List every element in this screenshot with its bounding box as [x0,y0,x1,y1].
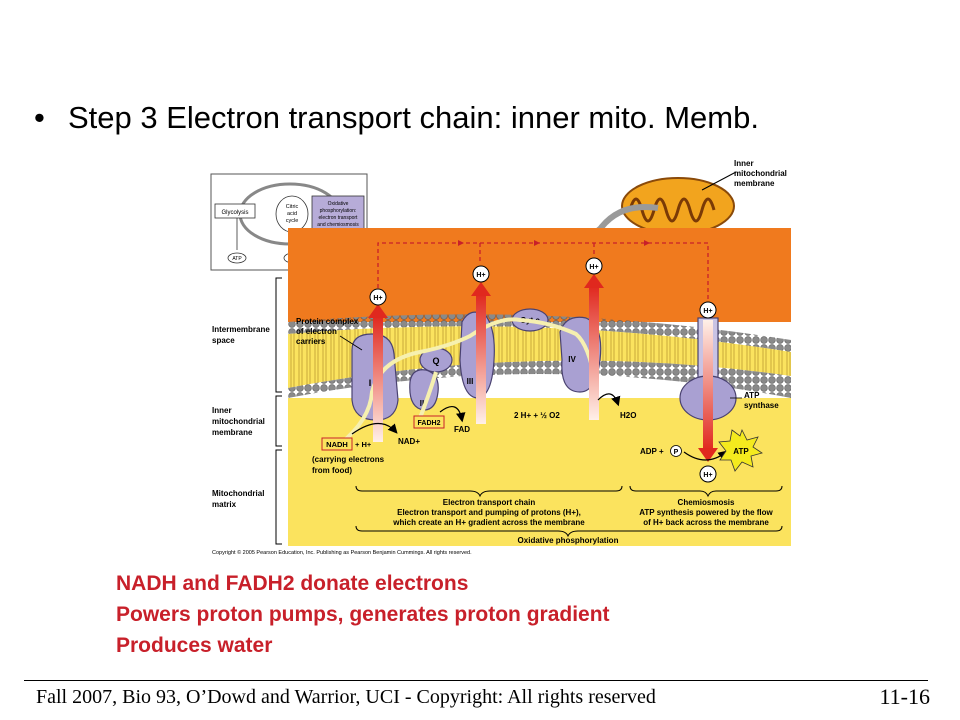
svg-text:H+: H+ [373,295,382,302]
phosphate-circle: P [670,445,682,457]
water-reaction: 2 H+ + ½ O2 [514,411,560,420]
diagram-copyright: Copyright © 2005 Pearson Education, Inc.… [212,549,472,556]
mito-leader-line [701,171,737,191]
mito-label-2: mitochondrial [734,169,787,178]
side-brackets [275,277,282,545]
svg-text:H+: H+ [703,472,712,479]
proton-return-path [377,242,709,300]
adp-label: ADP + [640,447,664,456]
svg-text:P: P [674,449,679,456]
inset-ox-4: and chemiosmosis [317,222,359,228]
inset-ox-2: phosphorylation: [320,208,357,214]
inner-label-1: Inner [212,406,232,415]
mitochondrion-icon [586,171,737,240]
proton-pump-i [368,304,388,442]
h-plus-2: H+ [472,265,490,283]
complex-iii-label: III [467,377,474,386]
fad-label: FAD [454,425,470,434]
svg-text:H+: H+ [476,272,485,279]
inset-atp-1-label: ATP [232,256,242,262]
note-line-1: NADH and FADH2 donate electrons [116,572,469,595]
inner-label-3: membrane [212,428,253,437]
complex-ii-label: II [420,399,424,408]
inner-label-2: mitochondrial [212,417,265,426]
bullet-heading: • Step 3 Electron transport chain: inner … [34,100,759,136]
etc-brace [355,485,623,498]
fadh2-box [413,415,445,429]
bullet-dot: • [34,100,45,135]
matrix-label-1: Mitochondrial [212,489,264,498]
inset-ox-3: electron transport [319,215,359,221]
inset-citric-2: acid [287,211,297,217]
etc-desc-2: which create an H+ gradient across the m… [392,518,585,527]
oxphos-brace [355,525,783,538]
matrix-label-2: matrix [212,500,237,509]
water-label: H2O [620,411,636,420]
oxphos-label: Oxidative phosphorylation [518,536,619,545]
atp-synthase-label-2: synthase [744,401,779,410]
carrying-label-2: from food) [312,466,352,475]
chemi-desc-2: of H+ back across the membrane [643,518,769,527]
q-label: Q [432,356,439,366]
ims-label-2: space [212,336,235,345]
chemi-desc-1: ATP synthesis powered by the flow [639,508,773,517]
h-plus-5: H+ [699,465,717,483]
electron-path [338,317,598,446]
proton-pump-iv [584,274,604,420]
note-line-3: Produces water [116,634,273,657]
carrying-label-1: (carrying electrons [312,455,385,464]
complex-i-label: I [369,378,372,388]
h-plus-1: H+ [369,288,387,306]
complex-label-3: carriers [296,337,326,346]
atp-burst [718,428,763,472]
complex-label-2: of electron [296,327,337,336]
footer-rule [24,680,928,681]
mito-label-1: Inner [734,159,754,168]
h-plus-3: H+ [585,257,603,275]
fadh2-label: FADH2 [418,420,441,427]
complex-leader-line [339,335,363,351]
slide-number: 11-16 [879,684,930,709]
nadh-arrow [351,422,398,435]
ims-label-1: Intermembrane [212,325,270,334]
chemi-brace [629,485,783,498]
nadh-label: NADH [326,440,348,449]
inset-glycolysis-label: Glycolysis [221,210,248,216]
inset-atp-1 [227,252,247,264]
atp-synthesis-arrow [683,450,728,461]
mito-label-3: membrane [734,179,775,188]
inner-membrane-bilayer [288,314,791,398]
bullet-text: Step 3 Electron transport chain: inner m… [68,100,759,135]
nad-label: NAD+ [398,437,420,446]
complex-iv-label: IV [568,355,576,364]
inset-glycolysis-box [214,203,256,219]
inset-oxphos-box [311,195,365,233]
atp-synthase-label-1: ATP [744,391,760,400]
water-arrow [597,393,621,407]
nadh-plus-h: + H+ [355,440,372,449]
etc-title: Electron transport chain [443,498,536,507]
inset-citric-1: Citric [286,204,299,210]
proton-flow-synthase [698,320,718,462]
h-plus-4: H+ [699,301,717,319]
footer-text: Fall 2007, Bio 93, O’Dowd and Warrior, U… [36,686,656,708]
complex-ii: II [409,369,439,411]
svg-text:H+: H+ [589,264,598,271]
inset-citric-3: cycle [286,218,299,224]
proton-pump-iii [471,282,491,424]
atp-label: ATP [733,447,749,456]
etc-desc-1: Electron transport and pumping of proton… [397,508,581,517]
electron-path-fadh2 [418,371,438,419]
svg-text:H+: H+ [703,308,712,315]
summary-notes: NADH and FADH2 donate electrons Powers p… [116,568,610,661]
complex-label-1: Protein complex [296,317,359,326]
fadh2-arrow [439,405,466,423]
inset-ox-1: Oxidative [328,201,349,207]
chemi-title: Chemiosmosis [678,498,735,507]
note-line-2: Powers proton pumps, generates proton gr… [116,603,610,626]
nadh-box [321,437,353,451]
